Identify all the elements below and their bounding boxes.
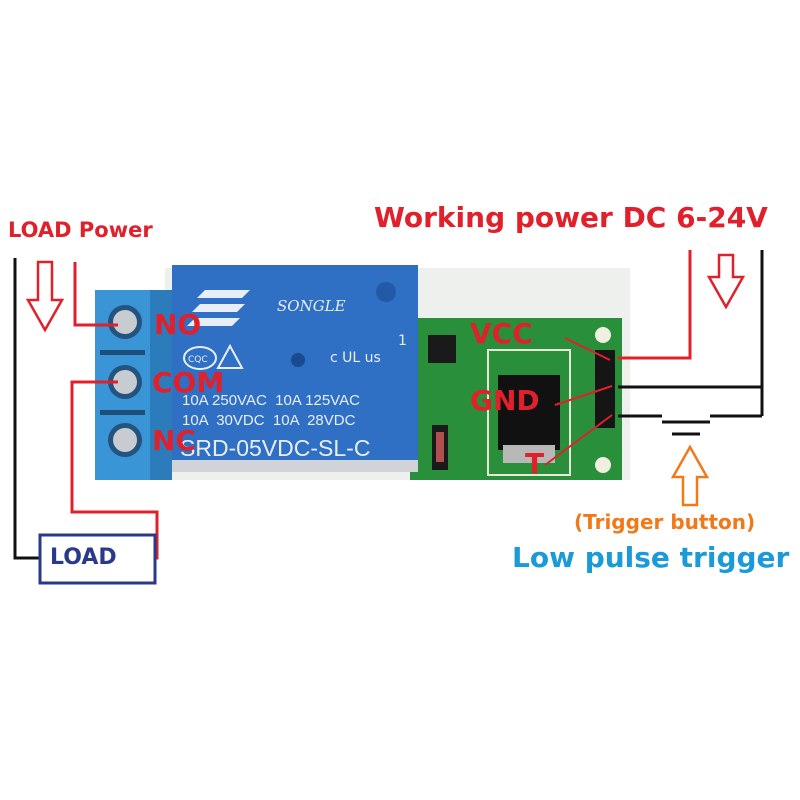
pcb-board [410, 318, 622, 480]
low-pulse-trigger-label: Low pulse trigger [512, 541, 790, 574]
trigger-arrow-icon [670, 444, 710, 507]
svg-text:c UL us: c UL us [330, 350, 381, 366]
com-label: COM [152, 366, 225, 399]
vcc-label: VCC [470, 317, 533, 350]
com-wire [70, 380, 159, 560]
no-label: NO [154, 308, 202, 341]
vcc-wire [618, 250, 692, 360]
load-power-label: LOAD Power [8, 218, 153, 242]
mosfet [498, 375, 560, 450]
load-power-arrow-icon [25, 260, 65, 333]
svg-text:10A 250VAC 10A 125VAC: 10A 250VAC 10A 125VAC [182, 392, 360, 409]
load-label: LOAD [50, 545, 117, 570]
trigger-button-label: (Trigger button) [574, 510, 756, 534]
svg-text:SRD-05VDC-SL-C: SRD-05VDC-SL-C [180, 435, 370, 461]
t-label: T [525, 447, 545, 480]
svg-text:1: 1 [398, 333, 407, 349]
load-neutral-wire [13, 258, 40, 560]
terminal-block [95, 290, 172, 480]
gnd-pointer [554, 385, 613, 406]
svg-text:10A 30VDC 10A 28VDC: 10A 30VDC 10A 28VDC [182, 412, 356, 429]
no-wire [73, 262, 118, 327]
power-arrow-icon [706, 253, 746, 310]
relay: SONGLE CQC c UL us 1 10A 250VAC 10A 125V… [172, 265, 418, 472]
svg-text:CQC: CQC [188, 355, 208, 365]
working-power-title: Working power DC 6-24V [374, 201, 768, 234]
load-box [38, 533, 157, 585]
t-pointer [544, 414, 613, 466]
songle-logo [187, 290, 250, 326]
svg-text:SONGLE: SONGLE [277, 297, 346, 315]
gnd-label: GND [470, 384, 540, 417]
nc-label: NC [152, 424, 196, 457]
ic-chip [428, 335, 456, 363]
vcc-pointer [564, 337, 611, 361]
